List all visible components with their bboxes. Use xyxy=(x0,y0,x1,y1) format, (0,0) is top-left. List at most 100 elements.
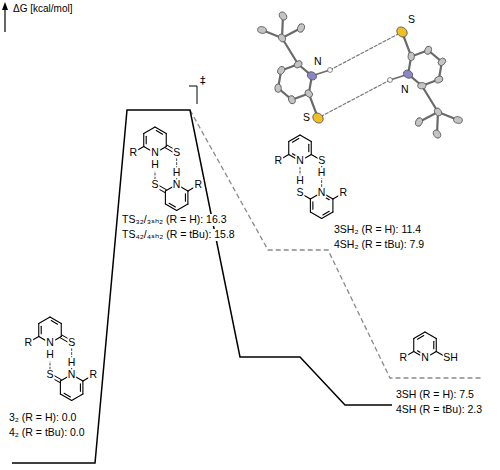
atom-label: H xyxy=(45,349,55,361)
atom-label: N xyxy=(172,179,182,191)
ring-bond xyxy=(311,142,312,155)
ring-bond xyxy=(300,135,311,142)
carbon-atom xyxy=(408,52,415,61)
atom-label: R xyxy=(399,352,409,364)
ring-bond xyxy=(144,127,155,134)
ring-bond xyxy=(310,212,321,219)
double-bond-line xyxy=(292,139,298,143)
double-bond-line xyxy=(156,131,162,135)
energy-label: 4₂ (R = tBu): 0.0 xyxy=(8,427,86,439)
axis-line xyxy=(4,8,5,32)
carbon-atom xyxy=(275,84,282,93)
atom-label: R xyxy=(129,147,139,159)
ring-bond xyxy=(50,317,61,324)
atom-label: N xyxy=(317,187,327,199)
energy-label: 3SH₂ (R = H): 11.4 xyxy=(333,224,422,236)
dagger-symbol: ‡ xyxy=(199,75,207,87)
atom-label: S xyxy=(407,14,416,26)
atom-label: S xyxy=(67,337,76,349)
ring-bond xyxy=(61,324,62,337)
nitrogen-atom xyxy=(306,70,318,81)
atom-label: R xyxy=(339,187,349,199)
energy-label: TS₄₂/₄ₛₕ₂ (R = tBu): 15.8 xyxy=(121,229,236,241)
crystal-bond xyxy=(282,38,298,64)
atom-label: H xyxy=(150,159,160,171)
energy-label: TS₃₂/₃ₛₕ₂ (R = H): 16.3 xyxy=(121,214,228,226)
atom-label: H xyxy=(67,357,77,369)
carbon-atom xyxy=(287,95,296,105)
atom-label: S xyxy=(295,187,304,199)
carbon-atom xyxy=(276,65,286,75)
carbon-atom xyxy=(293,59,304,69)
atom-label: S xyxy=(45,369,54,381)
double-bond-line xyxy=(308,144,309,151)
ring-bond xyxy=(82,381,83,394)
atom-label: N xyxy=(295,155,305,167)
atom-label: N xyxy=(420,352,430,364)
atom-label: S xyxy=(172,147,181,159)
ring-bond xyxy=(322,212,333,219)
atom-label: R xyxy=(24,337,34,349)
ring-bond xyxy=(143,134,144,147)
ts-bracket xyxy=(189,86,197,104)
ring-bond xyxy=(425,332,436,339)
hydrogen-atom xyxy=(388,78,393,83)
ring-bond xyxy=(60,394,71,401)
atom-label: S xyxy=(317,155,326,167)
atom-label: H xyxy=(295,175,305,187)
atom-label: S xyxy=(302,112,311,124)
crystal-hydrogen-bond xyxy=(318,80,390,118)
ring-bond xyxy=(166,134,167,147)
carbon-atom xyxy=(424,45,433,55)
solid-profile xyxy=(12,110,392,463)
atom-label: R xyxy=(194,179,204,191)
carbon-atom xyxy=(277,33,287,43)
crystal-bond xyxy=(422,86,438,112)
ring-bond xyxy=(413,339,414,352)
ring-bond xyxy=(414,332,425,339)
dashed-profile xyxy=(190,110,482,378)
ring-bond xyxy=(289,135,300,142)
carbon-atom xyxy=(433,107,443,117)
carbon-atom xyxy=(296,23,305,34)
double-bond-line xyxy=(433,341,434,348)
atom-label: N xyxy=(400,84,410,96)
double-bond-line xyxy=(64,393,70,397)
nitrogen-atom xyxy=(402,68,414,79)
double-bond-line xyxy=(312,202,313,209)
carbon-atom xyxy=(434,75,444,84)
ring-bond xyxy=(187,191,188,204)
double-bond-line xyxy=(169,203,175,207)
carbon-atom xyxy=(432,129,442,140)
ring-bond xyxy=(288,142,289,155)
axis-arrowhead xyxy=(2,2,8,10)
sulfur-atom xyxy=(395,25,409,39)
energy-label: 4SH (R = tBu): 2.3 xyxy=(395,404,483,416)
hydrogen-atom xyxy=(328,68,333,73)
double-bond-line xyxy=(146,136,147,143)
carbon-atom xyxy=(414,117,423,128)
ring-bond xyxy=(72,394,83,401)
double-bond-line xyxy=(417,336,423,340)
axis-label: ΔG [kcal/mol] xyxy=(12,3,73,14)
ring-bond xyxy=(436,339,437,352)
ring-bond xyxy=(177,204,188,211)
energy-label: 3SH (R = H): 7.5 xyxy=(395,389,475,401)
atom-label: H xyxy=(317,167,327,179)
double-bond-line xyxy=(80,384,81,391)
ring-bond xyxy=(165,204,176,211)
ring-bond xyxy=(60,381,61,394)
double-bond-line xyxy=(51,321,57,325)
atom-label: R xyxy=(274,155,284,167)
ring-bond xyxy=(39,317,50,324)
ring-bond xyxy=(165,191,166,204)
carbon-atom xyxy=(304,88,314,98)
double-bond-line xyxy=(185,194,186,201)
atom-label: N xyxy=(150,147,160,159)
sulfur-atom xyxy=(311,111,325,125)
crystal-hydrogen-bond xyxy=(330,32,402,70)
atom-label: R xyxy=(89,369,99,381)
ring-bond xyxy=(310,199,311,212)
carbon-atom xyxy=(453,116,463,124)
